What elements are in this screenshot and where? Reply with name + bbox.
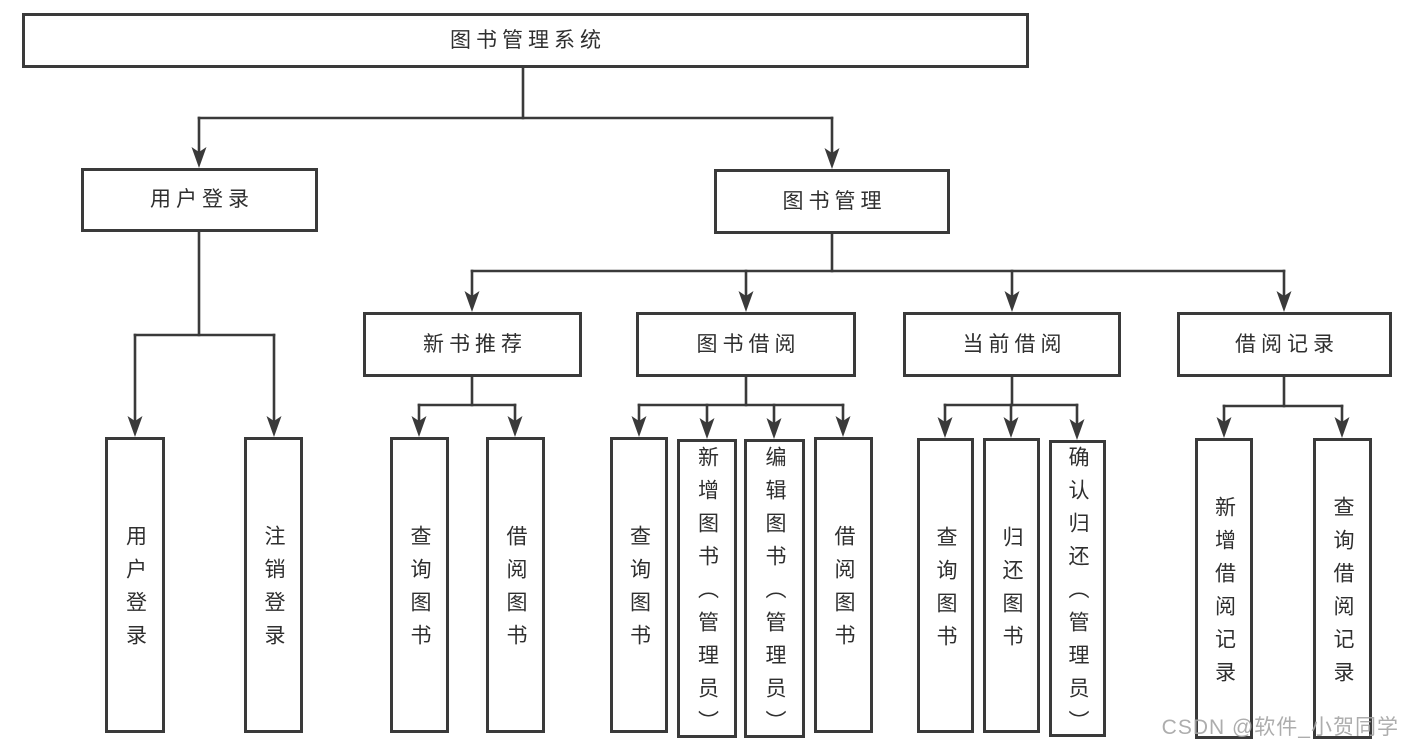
node-user-login-label: 用户登录	[150, 188, 254, 212]
arrowhead-down-icon	[738, 291, 754, 312]
arrowhead-down-icon	[507, 416, 523, 437]
leaf-logout-label: 注销登录	[262, 525, 285, 657]
leaf-current-return-books-label: 归还图书	[1000, 525, 1023, 658]
arrowhead-down-icon	[937, 417, 953, 438]
arrowhead-down-icon	[699, 418, 715, 439]
arrowhead-down-icon	[1334, 417, 1350, 438]
leaf-current-query-books: 查询图书	[917, 438, 974, 733]
node-current-borrow-label: 当前借阅	[962, 332, 1067, 356]
leaf-newbook-query-books: 查询图书	[390, 437, 449, 733]
leaf-borrow-query-books-label: 查询图书	[627, 525, 651, 657]
arrowhead-down-icon	[1216, 417, 1232, 438]
leaf-current-return-books: 归还图书	[983, 438, 1040, 733]
node-book-management: 图书管理	[714, 169, 950, 234]
leaf-borrow-edit-books-admin-label: 编辑图书（管理员）	[763, 446, 786, 743]
arrowhead-down-icon	[191, 147, 207, 168]
leaf-records-query-record-label: 查询借阅记录	[1331, 495, 1354, 694]
leaf-records-add-record-label: 新增借阅记录	[1212, 495, 1236, 694]
leaf-borrow-query-books: 查询图书	[610, 437, 668, 733]
leaf-records-query-record: 查询借阅记录	[1313, 438, 1372, 739]
leaf-current-query-books-label: 查询图书	[934, 525, 957, 658]
arrowhead-down-icon	[766, 418, 782, 439]
leaf-user-login: 用户登录	[105, 437, 165, 733]
arrowhead-down-icon	[1003, 417, 1019, 438]
arrowhead-down-icon	[1069, 419, 1085, 440]
arrowhead-down-icon	[127, 416, 143, 437]
arrowhead-down-icon	[1276, 291, 1292, 312]
leaf-current-confirm-return-admin-label: 确认归还（管理员）	[1066, 446, 1089, 743]
node-borrow-records-label: 借阅记录	[1235, 332, 1339, 356]
arrowhead-down-icon	[824, 148, 840, 169]
leaf-borrow-borrow-books: 借阅图书	[814, 437, 873, 733]
leaf-newbook-query-books-label: 查询图书	[408, 525, 431, 657]
leaf-newbook-borrow-books: 借阅图书	[486, 437, 545, 733]
arrowhead-down-icon	[835, 416, 851, 437]
node-book-borrow-label: 图书借阅	[696, 332, 801, 356]
leaf-borrow-add-books-admin: 新增图书（管理员）	[677, 439, 737, 743]
arrowhead-down-icon	[266, 416, 282, 437]
csdn-watermark: CSDN @软件_小贺同学	[1161, 716, 1399, 739]
leaf-newbook-borrow-books-label: 借阅图书	[504, 525, 527, 657]
node-current-borrow: 当前借阅	[903, 312, 1121, 377]
arrowhead-down-icon	[631, 416, 647, 437]
node-root: 图书管理系统	[22, 13, 1029, 68]
leaf-logout: 注销登录	[244, 437, 303, 733]
node-user-login: 用户登录	[81, 168, 318, 232]
leaf-records-add-record: 新增借阅记录	[1195, 438, 1253, 739]
node-root-label: 图书管理系统	[450, 28, 606, 52]
arrowhead-down-icon	[411, 416, 427, 437]
node-book-management-label: 图书管理	[782, 189, 887, 213]
node-new-book-recommend-label: 新书推荐	[423, 332, 527, 356]
leaf-borrow-edit-books-admin: 编辑图书（管理员）	[744, 439, 805, 743]
arrowhead-down-icon	[464, 291, 480, 312]
node-new-book-recommend: 新书推荐	[363, 312, 582, 377]
node-borrow-records: 借阅记录	[1177, 312, 1392, 377]
leaf-user-login-label: 用户登录	[123, 525, 147, 657]
node-book-borrow: 图书借阅	[636, 312, 856, 377]
leaf-borrow-borrow-books-label: 借阅图书	[832, 525, 855, 657]
leaf-current-confirm-return-admin: 确认归还（管理员）	[1049, 440, 1106, 743]
arrowhead-down-icon	[1004, 291, 1020, 312]
leaf-borrow-add-books-admin-label: 新增图书（管理员）	[695, 446, 719, 743]
